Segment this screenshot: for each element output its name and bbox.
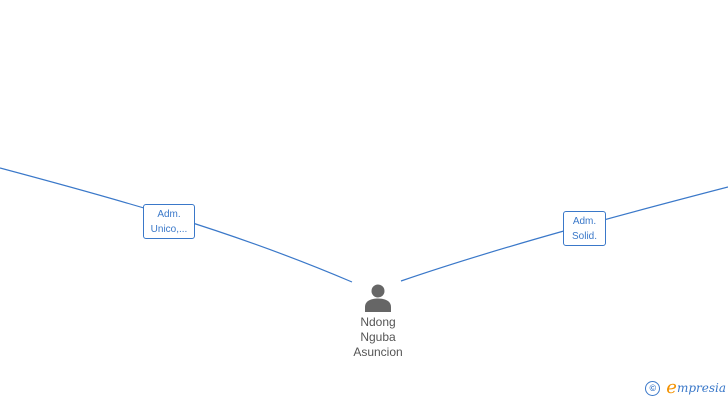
brand-footer: © e mpresia	[645, 379, 726, 397]
edge-label-line: Solid.	[571, 231, 597, 242]
brand-logo-text: mpresia	[676, 381, 726, 395]
edge-right-line	[400, 186, 728, 282]
edge-label-adm-unico[interactable]: Adm. Unico,...	[143, 204, 195, 239]
person-name-line: Asuncion	[353, 345, 403, 359]
brand-logo-e: e	[666, 377, 677, 398]
edge-label-line: Adm.	[157, 209, 181, 220]
person-name-line: Ndong	[360, 315, 396, 329]
person-node[interactable]: Ndong Nguba Asuncion	[336, 282, 420, 360]
edge-label-line: Unico,...	[150, 224, 188, 235]
person-name[interactable]: Ndong Nguba Asuncion	[336, 315, 420, 360]
edge-label-line: Adm.	[572, 216, 597, 227]
copyright-icon: ©	[645, 380, 661, 396]
person-name-line: Nguba	[360, 330, 396, 344]
edge-label-adm-solid[interactable]: Adm. Solid.	[563, 211, 606, 246]
person-icon	[365, 284, 391, 312]
